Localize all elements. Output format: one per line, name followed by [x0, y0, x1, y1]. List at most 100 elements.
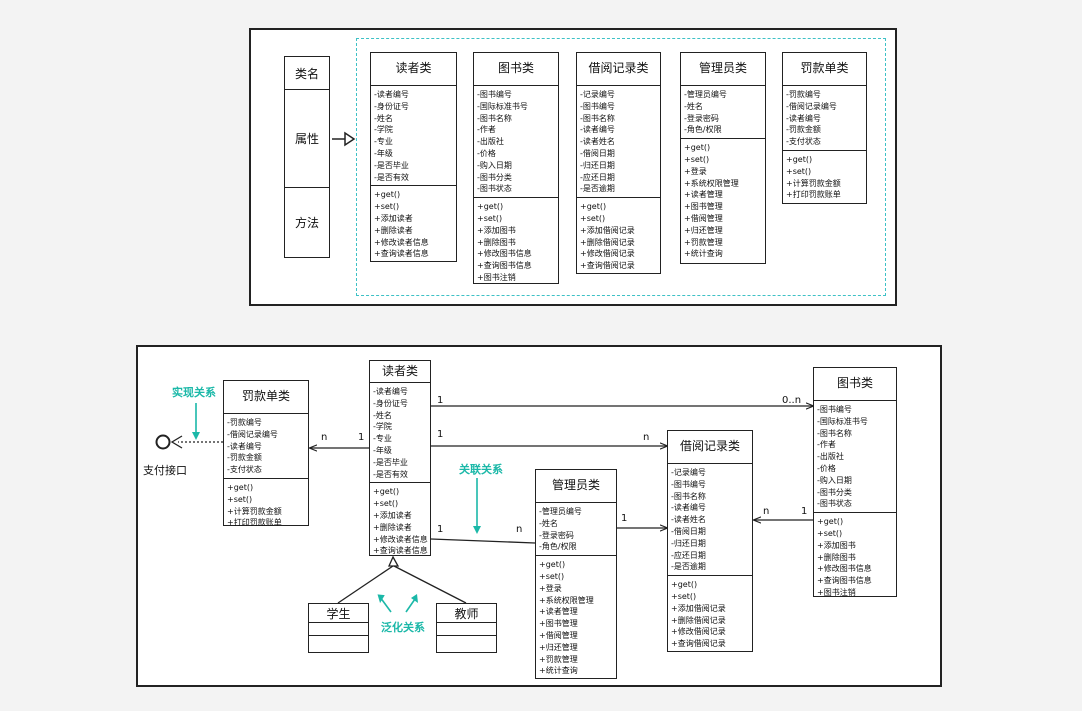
generalization-annotation: 泛化关系	[381, 621, 425, 634]
class-member: +get()	[580, 202, 607, 212]
class-attrs: -管理员编号-姓名-登录密码-角色/权限	[536, 503, 616, 555]
teacher-class: 教师	[436, 603, 497, 653]
teacher-title: 教师	[437, 604, 496, 623]
class-title: 读者类	[370, 361, 430, 383]
top-classes-dashed-group	[356, 38, 886, 296]
class-member: +查询借阅记录	[580, 261, 635, 271]
student-class: 学生	[308, 603, 369, 653]
student-attrs-row	[309, 623, 368, 636]
class-member: +get()	[684, 143, 711, 153]
class-member: -图书分类	[477, 172, 512, 182]
class-member: -借阅日期	[671, 526, 706, 536]
class-member: +set()	[580, 213, 606, 223]
class-member: +删除借阅记录	[671, 615, 726, 625]
class-member: -是否毕业	[373, 457, 408, 467]
class-methods: +get()+set()+添加读者+删除读者+修改读者信息+查询读者信息	[370, 482, 430, 559]
class-member: +修改借阅记录	[580, 249, 635, 259]
class-member: +查询图书信息	[817, 576, 872, 586]
class-title: 图书类	[474, 53, 558, 86]
class-member: +修改图书信息	[477, 249, 532, 259]
class-member: +set()	[374, 202, 400, 212]
class-member: -归还日期	[671, 538, 706, 548]
class-member: -读者姓名	[671, 515, 706, 525]
legend-attrs: 属性	[285, 90, 329, 188]
bottom-book-class: 图书类 -图书编号-国际标准书号-图书名称-作者-出版社-价格-购入日期-图书分…	[813, 367, 897, 597]
class-member: +set()	[817, 528, 843, 538]
class-member: +查询图书信息	[477, 261, 532, 271]
top-book-class: 图书类 -图书编号-国际标准书号-图书名称-作者-出版社-价格-购入日期-图书分…	[473, 52, 559, 284]
class-member: +图书管理	[539, 619, 578, 629]
class-member: -图书编号	[477, 90, 512, 99]
class-member: -应还日期	[580, 172, 615, 182]
class-member: +打印罚款账单	[786, 190, 841, 200]
class-methods: +get()+set()+计算罚款金额+打印罚款账单	[224, 477, 308, 531]
class-member: -年级	[373, 445, 392, 455]
class-member: -借阅记录编号	[786, 101, 837, 111]
class-member: -图书名称	[580, 113, 615, 123]
mult-reader-admin-near: 1	[437, 524, 444, 535]
class-member: +修改读者信息	[374, 237, 429, 247]
class-member: +修改读者信息	[373, 534, 428, 544]
class-attrs: -读者编号-身份证号-姓名-学院-专业-年级-是否毕业-是否有效	[370, 383, 430, 482]
class-member: -购入日期	[477, 160, 512, 170]
legend-name: 类名	[285, 57, 329, 90]
class-member: +查询借阅记录	[671, 639, 726, 649]
payment-interface-icon	[155, 434, 171, 450]
class-member: -读者姓名	[580, 137, 615, 147]
class-member: -图书状态	[817, 499, 852, 509]
mult-reader-admin-far: n	[516, 524, 523, 535]
class-member: +图书注销	[477, 272, 516, 282]
class-member: -图书编号	[671, 479, 706, 489]
class-member: +统计查询	[539, 666, 578, 676]
class-member: -是否逾期	[671, 562, 706, 572]
class-member: -是否有效	[373, 469, 408, 479]
class-member: -身份证号	[373, 398, 408, 408]
top-admin-class: 管理员类 -管理员编号-姓名-登录密码-角色/权限 +get()+set()+登…	[680, 52, 766, 264]
class-member: +读者管理	[539, 607, 578, 617]
class-member: -学院	[374, 125, 393, 135]
class-member: +图书注销	[817, 587, 856, 597]
class-member: +get()	[227, 482, 254, 492]
bottom-fine-class: 罚款单类 -罚款编号-借阅记录编号-读者编号-罚款金额-支付状态 +get()+…	[223, 380, 309, 527]
class-member: -价格	[817, 463, 836, 473]
class-member: -姓名	[373, 410, 392, 420]
class-attrs: -管理员编号-姓名-登录密码-角色/权限	[681, 86, 765, 138]
class-member: -图书名称	[817, 428, 852, 438]
class-member: +打印罚款账单	[227, 518, 282, 528]
class-member: -国际标准书号	[817, 416, 868, 426]
class-member: -应还日期	[671, 550, 706, 560]
class-member: +罚款管理	[684, 237, 723, 247]
class-member: +添加借阅记录	[671, 603, 726, 613]
legend-arrow	[332, 131, 356, 147]
class-member: -罚款金额	[786, 125, 821, 135]
legend-box: 类名 属性 方法	[284, 56, 330, 258]
class-member: +归还管理	[684, 225, 723, 235]
class-member: -读者编号	[374, 90, 409, 99]
class-member: -图书编号	[580, 101, 615, 111]
bottom-admin-class: 管理员类 -管理员编号-姓名-登录密码-角色/权限 +get()+set()+登…	[535, 469, 617, 679]
class-member: -是否毕业	[374, 160, 409, 170]
class-member: -姓名	[374, 113, 393, 123]
class-methods: +get()+set()+添加图书+删除图书+修改图书信息+查询图书信息+图书注…	[474, 197, 558, 286]
class-methods: +get()+set()+登录+系统权限管理+读者管理+图书管理+借阅管理+归还…	[681, 138, 765, 262]
class-attrs: -罚款编号-借阅记录编号-读者编号-罚款金额-支付状态	[224, 414, 308, 478]
class-title: 借阅记录类	[668, 431, 752, 464]
class-title: 罚款单类	[783, 53, 866, 86]
payment-interface-label: 支付接口	[143, 464, 187, 477]
class-member: -学院	[373, 422, 392, 432]
class-member: +读者管理	[684, 190, 723, 200]
class-member: +删除读者	[373, 522, 412, 532]
class-member: -记录编号	[580, 90, 615, 99]
class-member: -罚款编号	[786, 90, 821, 99]
class-member: +添加读者	[374, 213, 413, 223]
mult-reader-borrow-far: n	[643, 432, 650, 443]
class-member: +统计查询	[684, 249, 723, 259]
class-member: +查询读者信息	[373, 546, 428, 556]
class-member: +借阅管理	[539, 630, 578, 640]
class-member: -专业	[374, 137, 393, 147]
class-member: -角色/权限	[684, 125, 722, 135]
class-member: -读者编号	[373, 387, 408, 396]
class-attrs: -记录编号-图书编号-图书名称-读者编号-读者姓名-借阅日期-归还日期-应还日期…	[577, 86, 660, 197]
generalization-triangle	[387, 555, 400, 567]
